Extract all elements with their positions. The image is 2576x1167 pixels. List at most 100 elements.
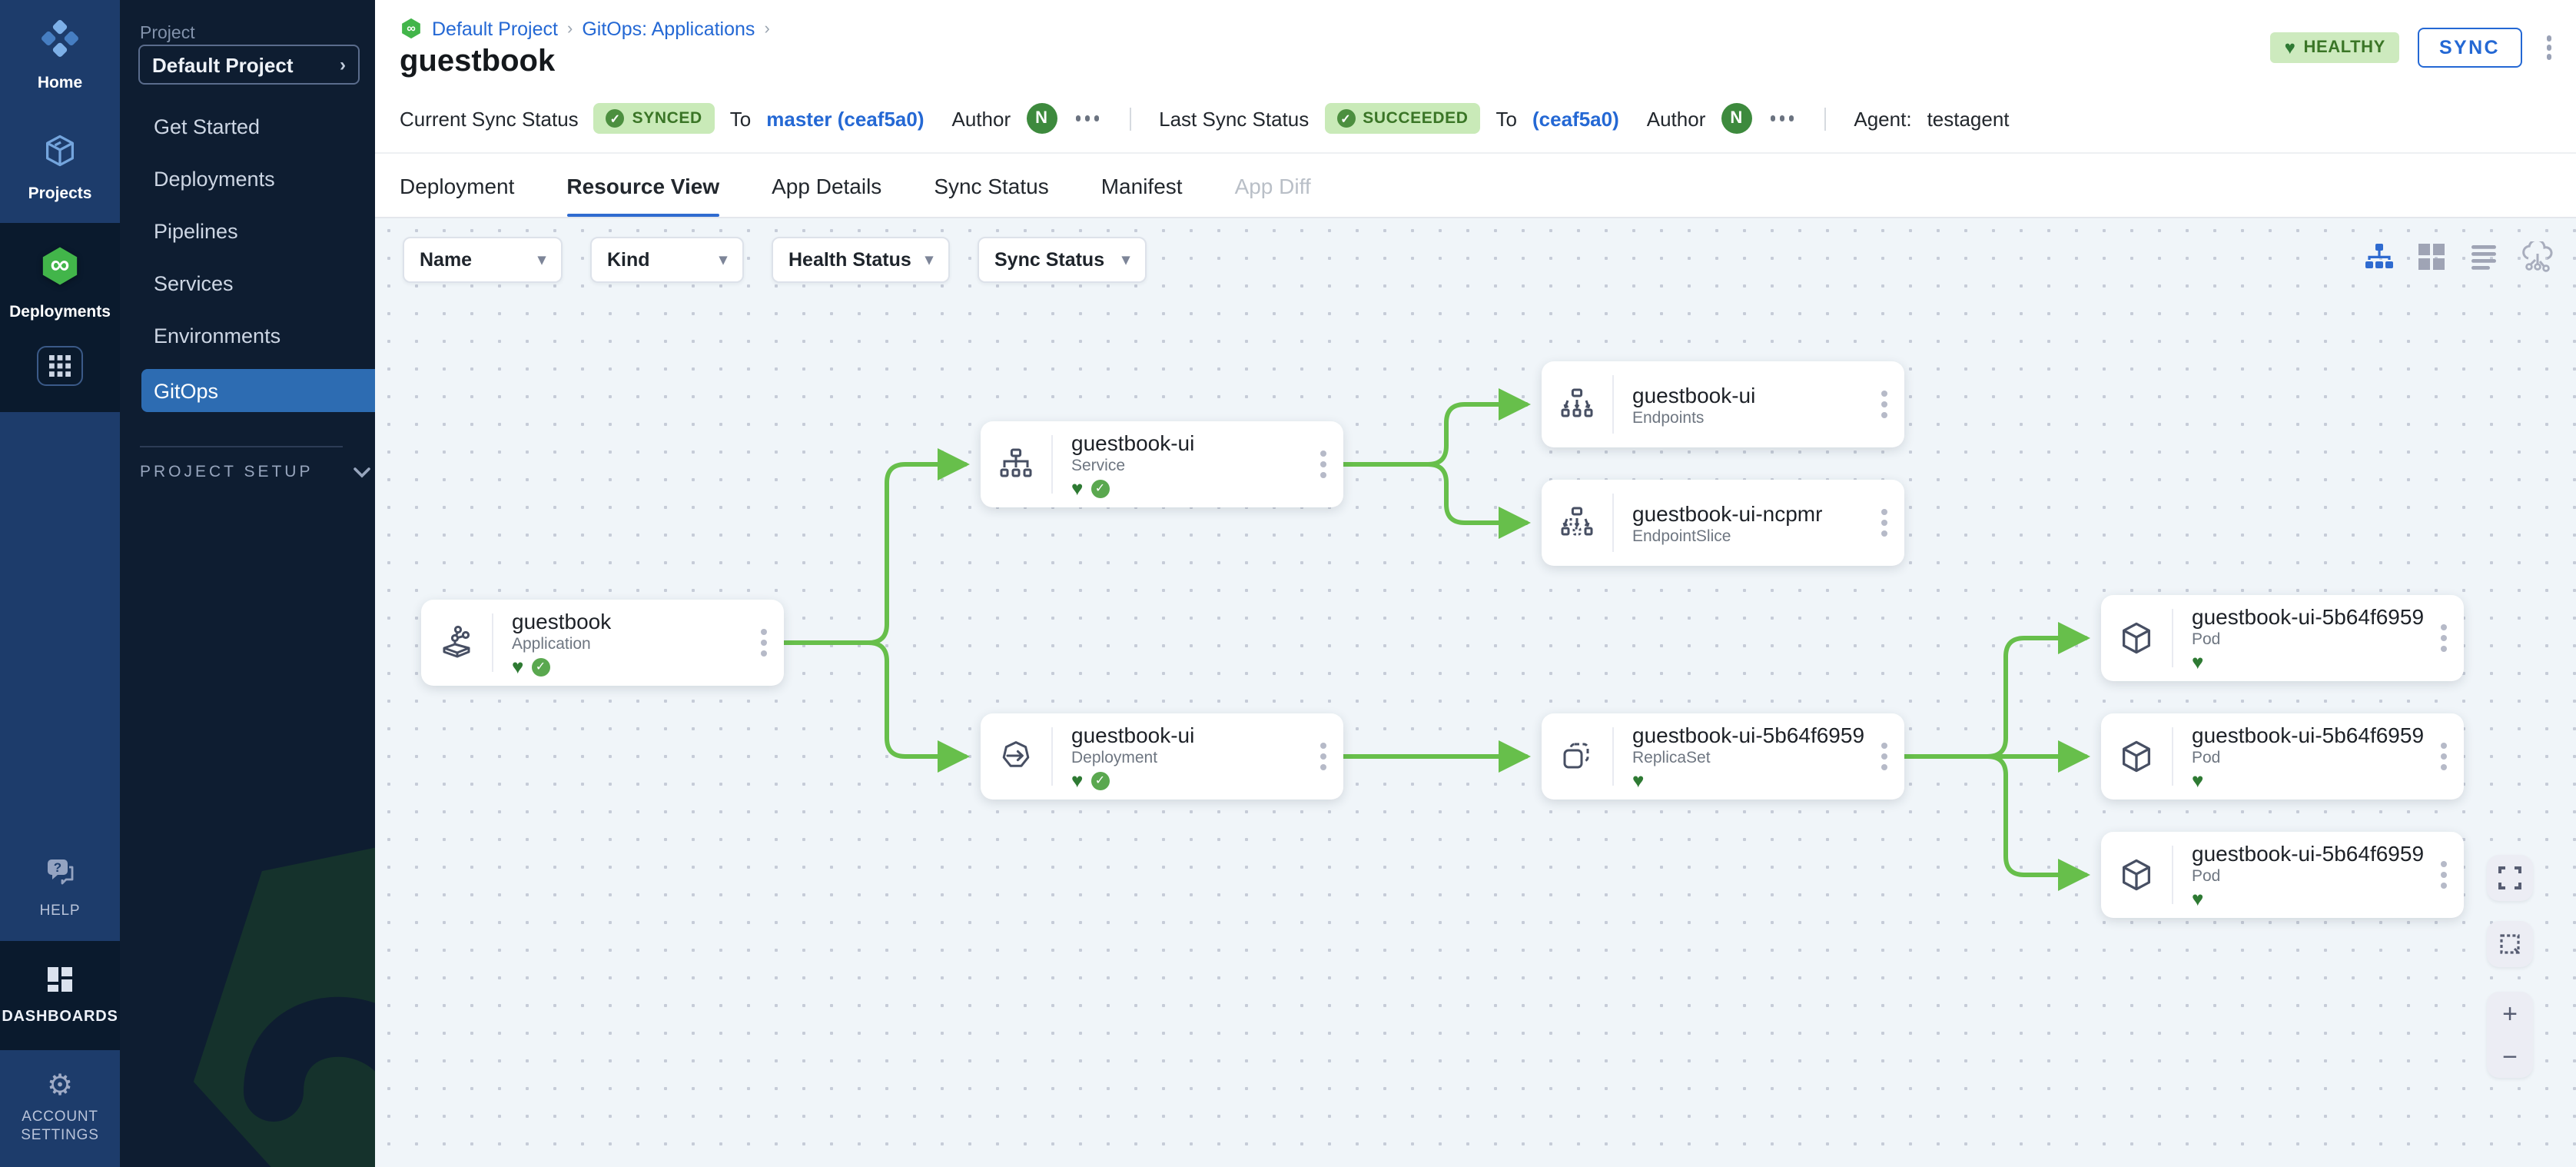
- breadcrumb-link-project[interactable]: Default Project: [432, 18, 558, 39]
- rail-item-label: Projects: [28, 184, 92, 202]
- selection-tool-button[interactable]: [2487, 921, 2533, 967]
- resource-name: guestbook-ui-ncpmr: [1632, 500, 1823, 525]
- sidebar-item-label: Services: [154, 271, 234, 294]
- commit-more-icon[interactable]: [1072, 115, 1102, 121]
- tab-resource-view[interactable]: Resource View: [566, 154, 720, 217]
- module-picker-button[interactable]: [37, 346, 83, 386]
- last-sync-status-label: Last Sync Status: [1159, 107, 1310, 130]
- network-view-icon[interactable]: [2521, 241, 2554, 272]
- tab-manifest[interactable]: Manifest: [1100, 173, 1183, 198]
- to-label: To: [1495, 107, 1517, 130]
- sidebar-item-deployments[interactable]: Deployments: [120, 157, 375, 200]
- sidebar-item-environments[interactable]: Environments: [120, 314, 375, 357]
- current-revision-link[interactable]: master (ceaf5a0): [766, 107, 925, 130]
- author-avatar[interactable]: N: [1721, 103, 1752, 134]
- list-view-icon[interactable]: [2468, 241, 2499, 272]
- divider: [1824, 107, 1827, 130]
- sync-button[interactable]: SYNC: [2417, 28, 2521, 68]
- resource-node-pod[interactable]: guestbook-ui-5b64f6959... Pod ♥: [2101, 595, 2464, 681]
- resource-kind: Pod: [2192, 630, 2221, 649]
- node-menu-kebab-icon[interactable]: [744, 629, 784, 657]
- filter-kind-select[interactable]: Kind ▾: [590, 237, 744, 283]
- tab-app-details[interactable]: App Details: [772, 173, 882, 198]
- resource-kind: Endpoints: [1632, 408, 1705, 427]
- last-revision-link[interactable]: (ceaf5a0): [1532, 107, 1619, 130]
- tab-app-diff: App Diff: [1234, 173, 1311, 198]
- node-menu-kebab-icon[interactable]: [2424, 861, 2464, 889]
- node-menu-kebab-icon[interactable]: [1303, 743, 1343, 770]
- resource-node-pod[interactable]: guestbook-ui-5b64f6959... Pod ♥: [2101, 713, 2464, 800]
- rail-item-label: ACCOUNT SETTINGS: [21, 1109, 99, 1144]
- fit-view-button[interactable]: [2487, 855, 2533, 901]
- sidebar-item-gitops[interactable]: GitOps: [141, 369, 375, 412]
- chevron-right-icon: ›: [340, 54, 346, 75]
- node-menu-kebab-icon[interactable]: [1864, 391, 1904, 418]
- rail-item-label: Deployments: [9, 303, 111, 321]
- resource-kind: Deployment: [1071, 749, 1158, 767]
- rail-item-label: HELP: [39, 903, 81, 919]
- svg-text:?: ?: [54, 860, 61, 875]
- tab-sync-status[interactable]: Sync Status: [934, 173, 1049, 198]
- zoom-controls: + −: [2487, 992, 2533, 1078]
- resource-kind: Application: [512, 635, 591, 653]
- zoom-out-button[interactable]: −: [2502, 1042, 2518, 1071]
- author-avatar[interactable]: N: [1026, 103, 1057, 134]
- sidebar-item-label: Deployments: [154, 167, 275, 190]
- zoom-in-button[interactable]: +: [2502, 999, 2518, 1028]
- breadcrumb-link-applications[interactable]: GitOps: Applications: [582, 18, 755, 39]
- resource-node-application[interactable]: guestbook Application ♥✓: [421, 600, 784, 686]
- node-menu-kebab-icon[interactable]: [1303, 451, 1343, 478]
- project-selector[interactable]: Default Project ›: [138, 45, 360, 85]
- help-chat-icon: ?: [43, 856, 77, 895]
- synced-badge-label: SYNCED: [632, 109, 702, 128]
- resource-tree-canvas[interactable]: Name▾ Kind ▾ Health Status▾ Sync Status▾: [375, 217, 2576, 1167]
- health-heart-icon: ♥: [1071, 769, 1084, 792]
- sidebar-item-get-started[interactable]: Get Started: [120, 105, 375, 148]
- health-badge-label: HEALTHY: [2303, 38, 2385, 57]
- resource-node-replicaset[interactable]: guestbook-ui-5b64f69597 ReplicaSet ♥: [1542, 713, 1904, 800]
- sidebar-item-pipelines[interactable]: Pipelines: [120, 209, 375, 252]
- resource-node-endpointslice[interactable]: guestbook-ui-ncpmr EndpointSlice: [1542, 480, 1904, 566]
- grid-view-icon[interactable]: [2416, 241, 2447, 272]
- endpointslice-icon: [1542, 504, 1612, 541]
- pod-icon: [2101, 856, 2172, 893]
- filter-label: Kind: [607, 249, 650, 271]
- node-menu-kebab-icon[interactable]: [2424, 624, 2464, 652]
- filter-sync-status-select[interactable]: Sync Status▾: [978, 237, 1147, 283]
- rail-item-deployments[interactable]: ∞ Deployments: [0, 223, 120, 412]
- node-menu-kebab-icon[interactable]: [1864, 743, 1904, 770]
- tab-deployment[interactable]: Deployment: [400, 173, 515, 198]
- commit-more-icon[interactable]: [1767, 115, 1797, 121]
- app-menu-kebab-icon[interactable]: [2540, 33, 2558, 63]
- resource-name: guestbook-ui-5b64f6959...: [2192, 841, 2424, 866]
- health-heart-icon: ♥: [2192, 650, 2204, 673]
- gitops-watermark-logo: [181, 806, 375, 1167]
- rail-item-help[interactable]: ? HELP: [0, 843, 120, 935]
- resource-node-endpoints[interactable]: guestbook-ui Endpoints: [1542, 361, 1904, 447]
- resource-node-deployment[interactable]: guestbook-ui Deployment ♥✓: [981, 713, 1343, 800]
- resource-kind: Pod: [2192, 749, 2221, 767]
- rail-item-home[interactable]: Home: [0, 0, 120, 111]
- filter-bar: Name▾ Kind ▾ Health Status▾ Sync Status▾: [403, 237, 1147, 283]
- resource-node-pod[interactable]: guestbook-ui-5b64f6959... Pod ♥: [2101, 832, 2464, 918]
- node-menu-kebab-icon[interactable]: [2424, 743, 2464, 770]
- health-heart-icon: ♥: [512, 655, 524, 678]
- breadcrumb: ∞ Default Project › GitOps: Applications…: [400, 17, 770, 40]
- rail-item-projects[interactable]: Projects: [0, 111, 120, 223]
- rail-item-account-settings[interactable]: ⚙ ACCOUNT SETTINGS: [0, 1050, 120, 1167]
- main-content: ∞ Default Project › GitOps: Applications…: [375, 0, 2576, 1167]
- tree-view-icon[interactable]: [2364, 241, 2395, 272]
- selection-box-icon: [2499, 933, 2519, 953]
- chevron-down-icon: ▾: [719, 251, 727, 268]
- rail-item-dashboards[interactable]: DASHBOARDS: [0, 941, 120, 1050]
- filter-name-select[interactable]: Name▾: [403, 237, 563, 283]
- project-setup-toggle[interactable]: PROJECT SETUP: [140, 463, 370, 481]
- home-icon: [40, 18, 80, 66]
- replicaset-icon: [1542, 738, 1612, 775]
- node-menu-kebab-icon[interactable]: [1864, 509, 1904, 537]
- resource-name: guestbook-ui-5b64f6959...: [2192, 723, 2424, 747]
- resource-node-service[interactable]: guestbook-ui Service ♥✓: [981, 421, 1343, 507]
- current-sync-status-label: Current Sync Status: [400, 107, 579, 130]
- filter-health-status-select[interactable]: Health Status▾: [772, 237, 950, 283]
- sidebar-item-services[interactable]: Services: [120, 261, 375, 304]
